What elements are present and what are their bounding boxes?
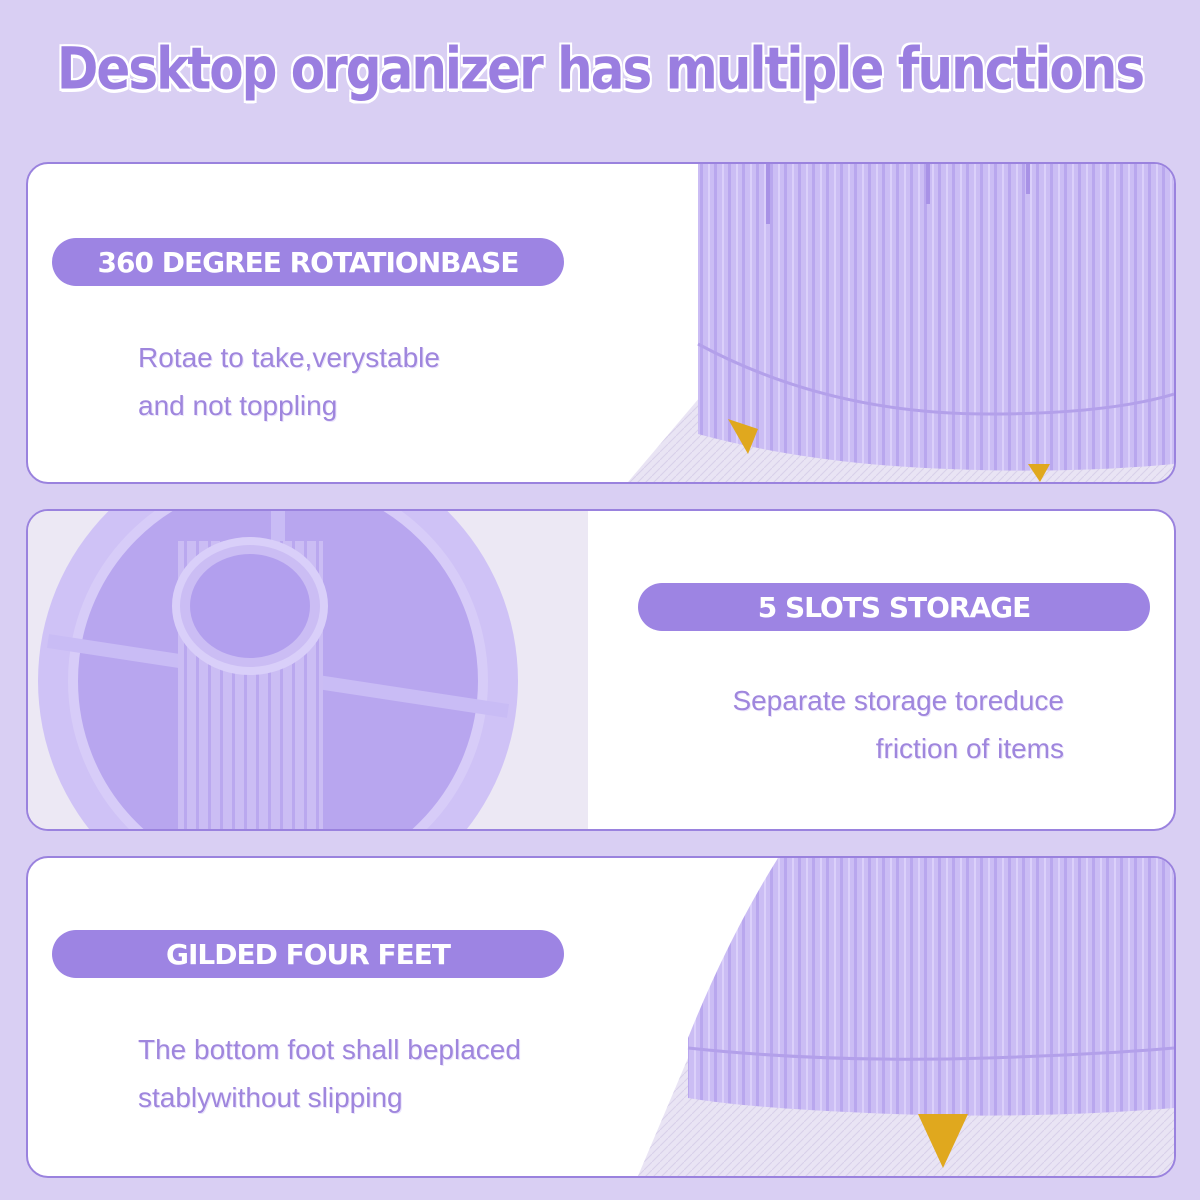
heading-pill: GILDED FOUR FEET [52, 930, 564, 978]
organizer-side-photo [628, 164, 1174, 482]
description-line: friction of items [875, 733, 1064, 764]
feature-description: The bottom foot shall beplaced stablywit… [138, 1026, 521, 1122]
organizer-top-photo [28, 511, 588, 829]
description-line: The bottom foot shall beplaced [138, 1034, 521, 1065]
description-line: and not toppling [138, 390, 338, 421]
feature-description: Rotae to take,verystable and not topplin… [138, 334, 440, 430]
description-line: Separate storage toreduce [732, 685, 1064, 716]
feature-card-rotation: 360 DEGREE ROTATIONBASE Rotae to take,ve… [26, 162, 1176, 484]
description-line: stablywithout slipping [138, 1082, 403, 1113]
feature-description: Separate storage toreduce friction of it… [684, 677, 1064, 773]
organizer-feet-photo [638, 858, 1174, 1176]
heading-pill: 5 SLOTS STORAGE [638, 583, 1150, 631]
description-line: Rotae to take,verystable [138, 342, 440, 373]
feature-card-feet: GILDED FOUR FEET The bottom foot shall b… [26, 856, 1176, 1178]
page-title: Desktop organizer has multiple functions [56, 35, 1145, 103]
feature-card-slots: 5 SLOTS STORAGE Separate storage toreduc… [26, 509, 1176, 831]
heading-pill: 360 DEGREE ROTATIONBASE [52, 238, 564, 286]
